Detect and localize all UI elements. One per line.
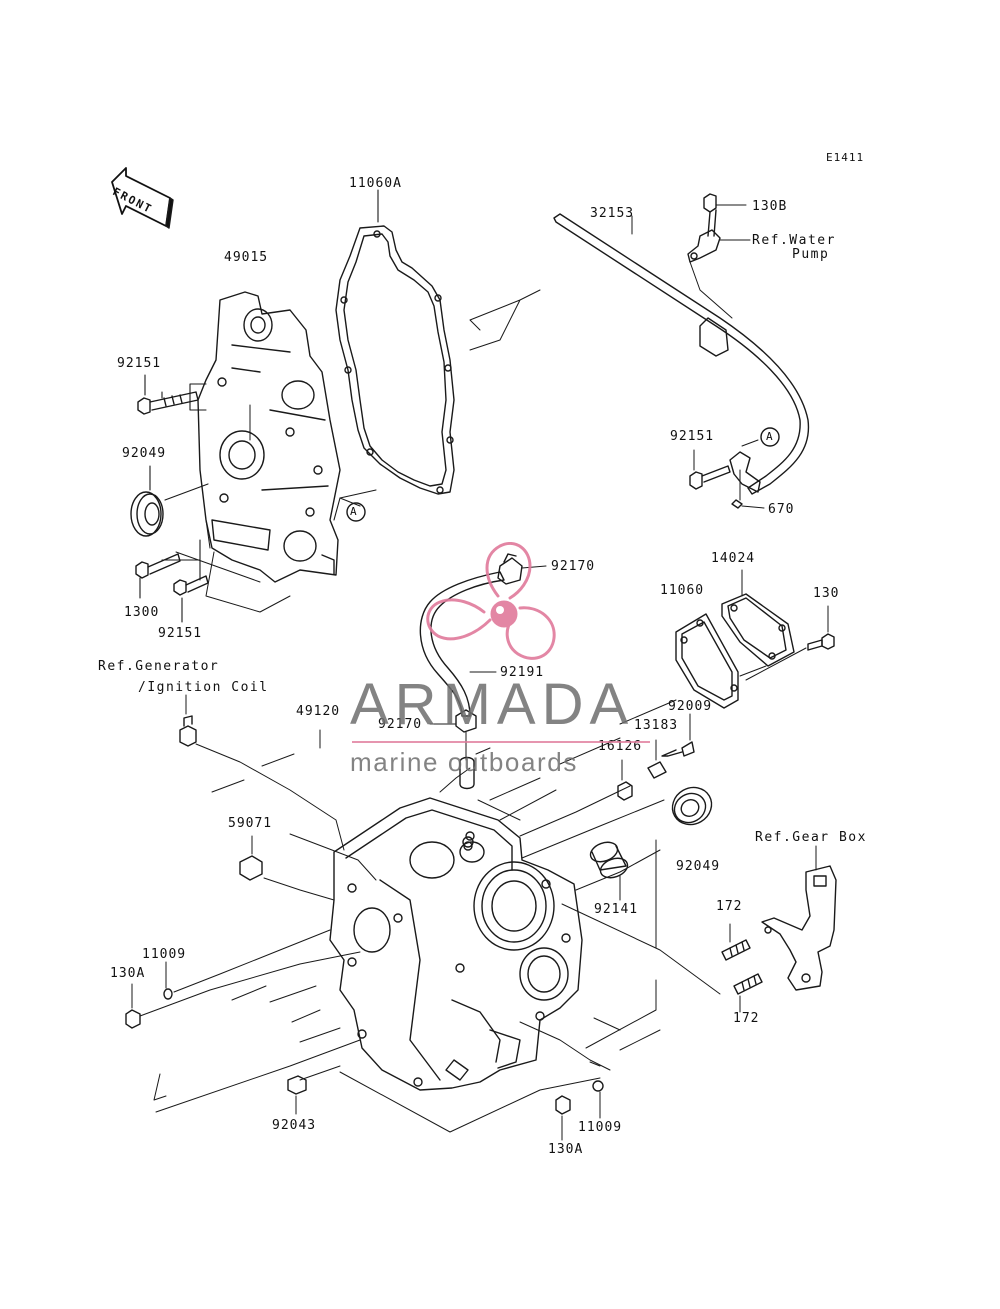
part-label-670: 670 bbox=[768, 502, 795, 517]
sensor-59071 bbox=[239, 835, 263, 881]
gear-box-bracket bbox=[761, 845, 837, 991]
diagram-id: E1411 bbox=[826, 151, 865, 164]
washer-11009-right bbox=[592, 1080, 604, 1119]
ref-generator-line1: Ref.Generator bbox=[98, 659, 220, 674]
watermark-brand: ARMADA bbox=[350, 672, 635, 737]
part-label-11009-left: 11009 bbox=[142, 947, 187, 962]
oil-seal-92049-lower bbox=[671, 786, 713, 826]
gasket-11060 bbox=[675, 613, 739, 709]
part-label-59071: 59071 bbox=[228, 816, 273, 831]
bolt-130B bbox=[703, 193, 747, 237]
part-label-130A-right: 130A bbox=[548, 1142, 584, 1157]
assembly-guide-lines bbox=[139, 519, 721, 1133]
dowel-16126 bbox=[617, 759, 633, 801]
screw-92009 bbox=[661, 713, 695, 757]
stud-172-upper bbox=[721, 923, 751, 961]
stud-172-lower bbox=[733, 973, 763, 1013]
part-label-130: 130 bbox=[813, 586, 840, 601]
ref-water-pump-line1: Ref.Water bbox=[752, 233, 836, 248]
crankcase-49120 bbox=[329, 797, 583, 1091]
part-label-92151-right: 92151 bbox=[670, 429, 715, 444]
gear-case-cover-49015 bbox=[197, 291, 341, 583]
cover-plate-14024 bbox=[721, 569, 795, 667]
bolt-130 bbox=[739, 605, 835, 681]
armada-propeller-logo bbox=[426, 542, 556, 660]
ref-marker-a-right: A bbox=[766, 430, 774, 443]
watermark-divider bbox=[352, 741, 650, 743]
ref-generator-line2: /Ignition Coil bbox=[138, 680, 269, 695]
part-label-92141: 92141 bbox=[594, 902, 639, 917]
ref-gear-box: Ref.Gear Box bbox=[755, 830, 867, 845]
part-label-92043: 92043 bbox=[272, 1118, 317, 1133]
part-label-49015: 49015 bbox=[224, 250, 269, 265]
bolt-generator-ref bbox=[179, 694, 197, 747]
bolt-130A-right bbox=[555, 1095, 571, 1141]
part-label-32153: 32153 bbox=[590, 206, 635, 221]
oil-seal-92049-upper bbox=[130, 491, 164, 537]
part-label-172-lower: 172 bbox=[733, 1011, 760, 1026]
ref-water-pump-line2: Pump bbox=[792, 247, 830, 262]
pin-13183 bbox=[647, 739, 667, 779]
part-label-49120: 49120 bbox=[296, 704, 341, 719]
watermark-tagline: marine outboards bbox=[350, 747, 578, 777]
oil-pipe-32153 bbox=[553, 213, 810, 495]
part-label-92151-upper: 92151 bbox=[117, 356, 162, 371]
part-label-92049-upper: 92049 bbox=[122, 446, 167, 461]
bolt-92151-right bbox=[689, 439, 765, 509]
gasket-11060A bbox=[335, 225, 455, 495]
part-label-172-upper: 172 bbox=[716, 899, 743, 914]
part-label-130A-left: 130A bbox=[110, 966, 146, 981]
part-label-16126: 16126 bbox=[598, 739, 643, 754]
part-label-92151-lower: 92151 bbox=[158, 626, 203, 641]
bolt-92151-upper bbox=[137, 391, 199, 415]
hose-92191 bbox=[419, 571, 505, 717]
dowel-92043 bbox=[287, 1075, 307, 1115]
part-label-92009: 92009 bbox=[668, 699, 713, 714]
bolt-92151-lower bbox=[173, 575, 209, 596]
clamp-92170-lower bbox=[429, 709, 477, 790]
part-label-92049-lower: 92049 bbox=[676, 859, 721, 874]
front-arrow-icon bbox=[111, 167, 174, 229]
part-label-13183: 13183 bbox=[634, 718, 679, 733]
part-label-92170-lower: 92170 bbox=[378, 717, 423, 732]
bushing-92141 bbox=[589, 841, 629, 901]
part-label-92170-upper: 92170 bbox=[551, 559, 596, 574]
part-label-92191: 92191 bbox=[500, 665, 545, 680]
washer-11009-left bbox=[163, 961, 173, 1000]
ref-marker-a-left: A bbox=[350, 505, 358, 518]
part-label-11009-right: 11009 bbox=[578, 1120, 623, 1135]
part-label-14024: 14024 bbox=[711, 551, 756, 566]
bolt-1300 bbox=[135, 553, 181, 579]
bolt-130A-left bbox=[125, 983, 141, 1029]
part-label-130B: 130B bbox=[752, 199, 788, 214]
clamp-92170-upper bbox=[497, 553, 547, 585]
part-label-11060: 11060 bbox=[660, 583, 705, 598]
part-label-1300: 1300 bbox=[124, 605, 160, 620]
part-label-11060A: 11060A bbox=[349, 176, 402, 191]
water-pump-bracket bbox=[687, 229, 751, 319]
